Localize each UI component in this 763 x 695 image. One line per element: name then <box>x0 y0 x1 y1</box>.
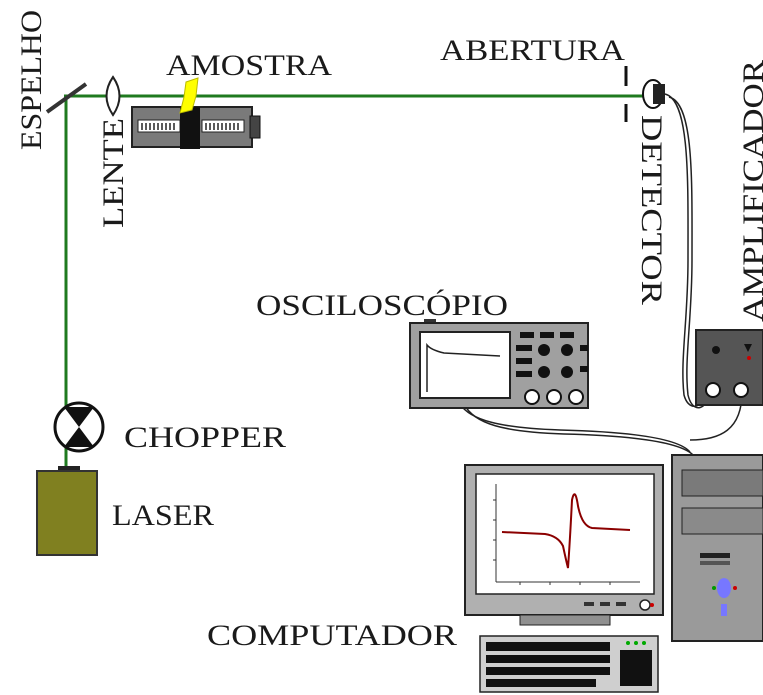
keyboard <box>479 635 659 693</box>
mirror <box>45 82 88 114</box>
label-espelho: ESPELHO <box>15 10 48 150</box>
laser-beam <box>64 94 650 470</box>
sample <box>179 77 199 114</box>
label-abertura: ABERTURA <box>440 34 625 67</box>
chopper <box>53 401 105 453</box>
computer-monitor <box>464 464 664 626</box>
label-chopper: CHOPPER <box>124 421 286 454</box>
detector <box>642 79 665 109</box>
label-computador: COMPUTADOR <box>207 619 457 652</box>
label-osciloscopio: OSCILOSCÓPIO <box>256 289 508 322</box>
amplifier <box>695 329 763 406</box>
oscilloscope <box>409 319 589 409</box>
sample-stage <box>131 106 261 149</box>
laser <box>36 466 98 556</box>
computer-tower <box>671 454 763 642</box>
label-detector: DETECTOR <box>635 115 668 305</box>
label-lente: LENTE <box>97 118 130 228</box>
label-amostra: AMOSTRA <box>166 49 332 82</box>
label-laser: LASER <box>112 499 214 532</box>
lens <box>105 75 121 117</box>
label-amplificador: AMPLIFICADOR <box>737 60 763 322</box>
